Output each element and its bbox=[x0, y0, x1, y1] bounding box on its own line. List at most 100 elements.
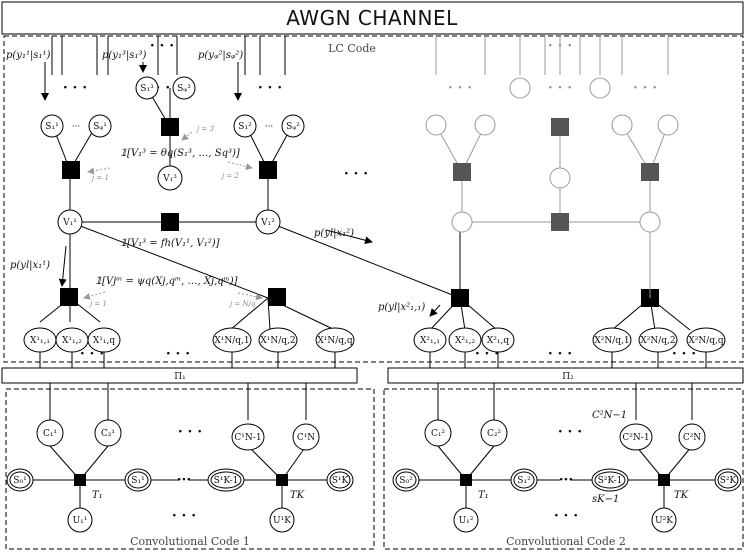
cc2-labels: C₁² C₂² C²N-1 C²N C²N−1 S₀² S₁² S²K-1 S²… bbox=[399, 410, 736, 526]
eq-fh: 𝟙[V₁³ = fh(V₁¹, V₁²)] bbox=[120, 238, 220, 249]
edge-arrow-j3 bbox=[181, 131, 193, 141]
awgn-channel-box bbox=[1, 1, 744, 35]
svg-text:C¹N-1: C¹N-1 bbox=[234, 433, 261, 443]
svg-text:X¹N/q,q: X¹N/q,q bbox=[317, 336, 353, 346]
svg-text:X²₁,₂: X²₁,₂ bbox=[455, 336, 475, 346]
s-nodes-right bbox=[425, 77, 679, 233]
msg-arrow-1 bbox=[58, 245, 67, 287]
cc2-c-nodes bbox=[424, 419, 706, 533]
channel-label-3: p(yᵩ²|sᵩ²) bbox=[198, 50, 243, 61]
s-nodes-left bbox=[40, 76, 305, 235]
label-s12: S₁² bbox=[238, 122, 252, 132]
x-node-labels: X¹₁,₁ X¹₁,₂ X¹₁,q X¹N/q,1 X¹N/q,2 X¹N/q,… bbox=[30, 336, 724, 346]
label-sq2: Sᵩ² bbox=[286, 122, 300, 132]
msg-arrow-2 bbox=[325, 229, 373, 245]
svg-text:U₁²: U₁² bbox=[459, 516, 474, 526]
svg-text:X¹₁,₂: X¹₁,₂ bbox=[62, 336, 82, 346]
factors-left bbox=[60, 118, 659, 307]
node-v12 bbox=[255, 209, 281, 235]
label-sq1: Sᵩ¹ bbox=[93, 122, 107, 132]
cc1-dots-3: · · · bbox=[172, 508, 196, 524]
dots-s-right: ··· bbox=[265, 122, 274, 132]
factor-psi-nq bbox=[268, 288, 286, 306]
svg-text:C²N−1: C²N−1 bbox=[592, 410, 627, 421]
cc1-tk bbox=[276, 474, 288, 486]
channel-label-1: p(y₁¹|s₁¹) bbox=[6, 50, 50, 61]
cc1-s-nodes bbox=[6, 468, 354, 492]
cc2-region bbox=[383, 388, 744, 550]
channel-lines-right bbox=[435, 36, 669, 75]
svg-text:S¹K-1: S¹K-1 bbox=[214, 476, 239, 486]
label-sq3: Sᵩ³ bbox=[177, 84, 191, 94]
cc1-labels: C₁¹ C₂¹ C¹N-1 C¹N S₀¹ S₁¹ S¹K-1 S¹K U₁¹ … bbox=[13, 429, 348, 526]
cc1-c-nodes bbox=[36, 419, 320, 533]
channel-lines-left bbox=[51, 36, 286, 75]
dots-x-2: · · · bbox=[166, 346, 190, 362]
svg-text:C²N-1: C²N-1 bbox=[622, 433, 649, 443]
svg-text:TK: TK bbox=[290, 490, 305, 501]
svg-text:X²₁,q: X²₁,q bbox=[487, 336, 509, 346]
svg-text:T₁: T₁ bbox=[92, 490, 103, 501]
svg-text:S²K: S²K bbox=[720, 476, 737, 486]
edge-label-j3: j = 3 bbox=[195, 125, 214, 133]
svg-text:S₀¹: S₀¹ bbox=[13, 476, 26, 486]
node-v11 bbox=[57, 209, 83, 235]
node-s11 bbox=[40, 114, 64, 138]
eq-psi: 𝟙[Vjᵐ = ψq(Xj,qᵐ, …, Xj,qᵐ)] bbox=[95, 276, 238, 287]
cc1-t1 bbox=[74, 474, 86, 486]
node-v13 bbox=[157, 165, 183, 191]
svg-text:X²N/q,q: X²N/q,q bbox=[688, 336, 724, 346]
cc2-dots-2: ··· bbox=[559, 472, 574, 488]
factors-right bbox=[453, 118, 659, 231]
svg-text:U₁¹: U₁¹ bbox=[73, 516, 88, 526]
svg-text:C¹N: C¹N bbox=[297, 433, 315, 443]
cc1-region bbox=[5, 388, 375, 550]
dots-x-5: · · · bbox=[672, 346, 696, 362]
eq-theta: 𝟙[V₁³ = θq(S₁³, …, Sq³)] bbox=[120, 148, 240, 159]
awgn-channel-title: AWGN CHANNEL bbox=[286, 6, 458, 30]
factor-theta-1 bbox=[62, 161, 80, 179]
msg-label-2: p(yl|x₁²) bbox=[314, 228, 354, 239]
dots-right-1: · · · bbox=[448, 80, 472, 96]
edge-label-j1a: j = 1 bbox=[90, 174, 109, 182]
svg-text:C₁²: C₁² bbox=[431, 429, 445, 439]
label-v12: V₁² bbox=[260, 218, 275, 228]
node-sq2 bbox=[281, 114, 305, 138]
msg-label-3: p(yl|x²₁,₁) bbox=[378, 302, 425, 313]
svg-text:X¹₁,₁: X¹₁,₁ bbox=[30, 336, 50, 346]
lc-edges-right bbox=[435, 124, 669, 298]
svg-text:X²N/q,1: X²N/q,1 bbox=[594, 336, 629, 346]
cc2-t1 bbox=[460, 474, 472, 486]
cc2-dots-1: · · · bbox=[558, 424, 582, 440]
node-sq1 bbox=[88, 114, 112, 138]
edge-label-jnq: j = N/q bbox=[228, 300, 256, 308]
edge-arrow-j1a bbox=[87, 167, 111, 175]
factor-psi-2-1 bbox=[451, 289, 469, 307]
dots-right-2: · · · bbox=[548, 38, 572, 54]
svg-text:C₂¹: C₂¹ bbox=[101, 429, 115, 439]
label-v11: V₁¹ bbox=[62, 218, 77, 228]
svg-text:S¹K: S¹K bbox=[332, 476, 349, 486]
svg-text:S²K-1: S²K-1 bbox=[598, 476, 623, 486]
label-s13: S₁³ bbox=[140, 84, 154, 94]
lc-code-label: LC Code bbox=[328, 42, 376, 55]
label-v13: V₁³ bbox=[162, 174, 177, 184]
cc1-dots-1: · · · bbox=[178, 424, 202, 440]
factor-fh bbox=[161, 213, 179, 231]
interleaver-lines bbox=[39, 352, 707, 368]
dots-s-left: ··· bbox=[72, 122, 81, 132]
svg-text:C₁¹: C₁¹ bbox=[43, 429, 57, 439]
lc-code-region bbox=[3, 35, 744, 363]
cc2-tk bbox=[658, 474, 670, 486]
svg-text:X¹N/q,1: X¹N/q,1 bbox=[214, 336, 249, 346]
svg-text:X¹₁,q: X¹₁,q bbox=[93, 336, 115, 346]
cc1-dots-2: ··· bbox=[177, 472, 192, 488]
dots-x-4: · · · bbox=[548, 346, 572, 362]
svg-text:T₁: T₁ bbox=[478, 490, 489, 501]
interleaver-1-label: Π₁ bbox=[174, 372, 185, 382]
dots-right-3: · · · bbox=[548, 80, 572, 96]
interleaver-2-label: Π₂ bbox=[562, 372, 574, 382]
dots-top-1: · · · bbox=[150, 38, 174, 54]
node-sq3 bbox=[172, 76, 196, 100]
svg-text:S₁²: S₁² bbox=[517, 476, 531, 486]
